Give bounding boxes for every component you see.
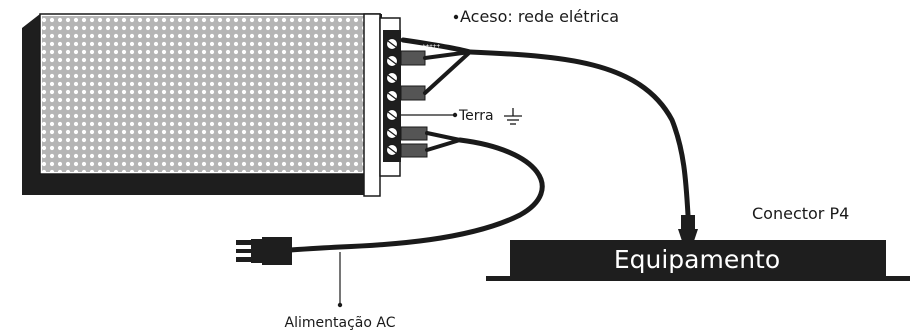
dc-output-cable: [400, 37, 691, 218]
screw-slot: [387, 111, 397, 119]
terminal-block: [383, 30, 401, 162]
screw-slot: [387, 74, 397, 82]
equipment-box: Equipamento: [486, 240, 910, 281]
ac-lug-1: [400, 126, 428, 141]
screw-slot: [387, 146, 397, 154]
ac-power-label: Alimentação AC: [285, 315, 396, 331]
ground-label: Terra: [458, 108, 494, 124]
p4-connector-label: Conector P4: [752, 204, 849, 223]
mains-input-label: Aceso: rede elétrica: [460, 7, 619, 26]
power-supply-unit: [22, 13, 401, 197]
terminal-lugs: [400, 50, 428, 158]
ac-lug-2: [400, 143, 428, 158]
dc-lug-1: [400, 50, 426, 66]
screw-slot: [387, 92, 397, 100]
polarity-marking: +++++: [422, 43, 440, 50]
ac-input-cable: [287, 131, 545, 253]
equipment-label: Equipamento: [614, 245, 780, 274]
leader-lines: [337, 14, 459, 308]
ac-plug-icon: [236, 237, 292, 265]
p4-connector: [678, 215, 698, 241]
screw-slot: [387, 40, 397, 48]
screw-slot: [387, 57, 397, 65]
dc-lug-2: [400, 85, 426, 101]
ground-icon: [504, 108, 522, 125]
screw-slot: [387, 129, 397, 137]
